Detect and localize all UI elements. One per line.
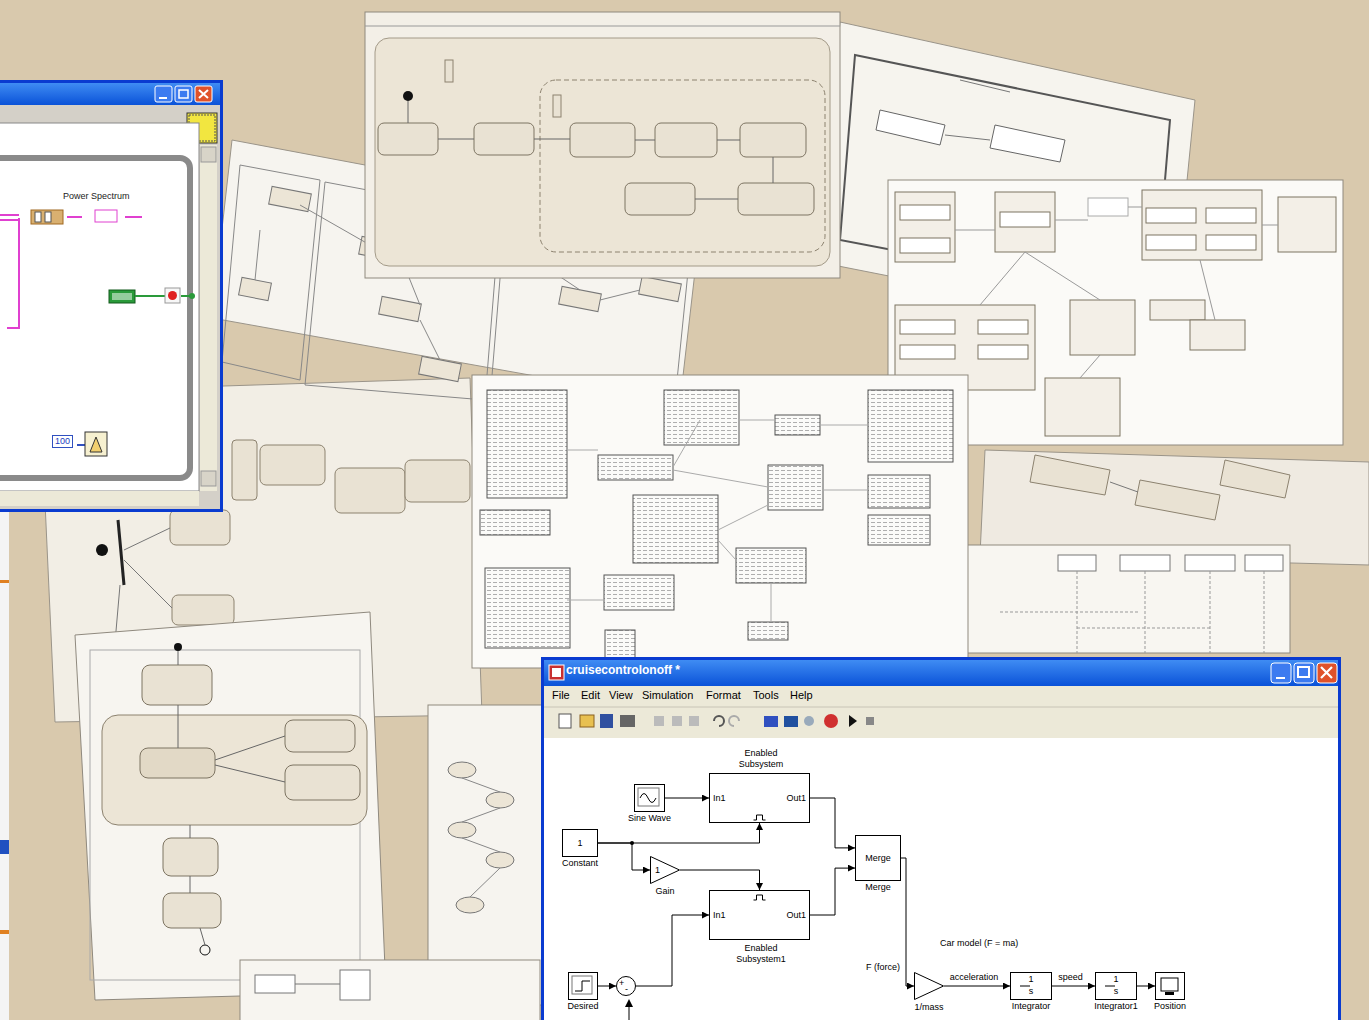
menu-item: Simulation (642, 689, 693, 702)
gain-triangle: 1/mass (914, 972, 944, 1000)
signal-label: speed (1057, 972, 1084, 983)
simulink-block: 1Constant (562, 829, 598, 857)
subsystem-block: Enabled SubsystemIn1Out1 (709, 773, 810, 823)
block-name: Constant (562, 858, 598, 869)
scope-icon (1156, 973, 1184, 999)
block-name: 1/mass (914, 1002, 943, 1013)
integrator-block: 1sIntegrator1 (1095, 972, 1137, 1000)
enable-symbol (754, 895, 766, 900)
signal-line (810, 798, 855, 848)
signal-line (665, 798, 709, 799)
menu-item: View (609, 689, 633, 702)
numerator: 1 (1096, 974, 1136, 985)
labview-window (0, 80, 223, 512)
block-name: Position (1154, 1001, 1186, 1012)
paper-bottom-fragments (240, 705, 548, 1020)
icon-frame (638, 788, 659, 806)
triangle-shape (651, 857, 680, 884)
paper-activity-diagram (75, 612, 386, 1000)
fraction-bar (1096, 973, 1124, 999)
fraction-line (1105, 986, 1115, 987)
block-name: Integrator (1012, 1001, 1051, 1012)
signal-line (598, 986, 616, 987)
circle-shape (617, 977, 636, 996)
signal-name: F (force) (866, 962, 900, 973)
port-label: Out1 (786, 793, 806, 804)
sine-icon (635, 785, 664, 811)
step-icon (569, 973, 597, 999)
port-label: Out1 (786, 910, 806, 921)
block-name: Sine Wave (628, 813, 671, 824)
port-label: In1 (713, 910, 726, 921)
paper-sequence-diagram (965, 545, 1290, 653)
signal-line (1137, 986, 1155, 987)
step-curve (575, 981, 590, 991)
signal-line (901, 858, 914, 986)
signal-line (636, 915, 709, 986)
triangle-outline (650, 856, 680, 884)
simulink-block: Desired (568, 972, 598, 1000)
block-name: Integrator1 (1094, 1001, 1138, 1012)
block-name: Gain (655, 886, 674, 897)
port-label: In1 (713, 793, 726, 804)
paper-list-diagram (472, 375, 968, 668)
gain-triangle: 1Gain (650, 856, 680, 884)
subsystem-name: Enabled Subsystem (726, 748, 796, 770)
enable-symbol (754, 815, 766, 820)
fraction-bar (1011, 973, 1039, 999)
gain-value: 1 (655, 865, 660, 876)
block-value: 1 (563, 838, 597, 849)
simulink-block: Sine Wave (634, 784, 665, 812)
simulink-block: MergeMerge (855, 835, 901, 881)
menu-item: Format (706, 689, 741, 702)
block-name: Merge (865, 882, 891, 893)
denominator: s (1096, 986, 1136, 997)
simulink-chrome-art (544, 660, 1338, 1020)
menu-item: Edit (581, 689, 600, 702)
block-value: Merge (856, 853, 900, 864)
denominator: s (1011, 986, 1051, 997)
fraction-line (1020, 986, 1030, 987)
indicator-label: Power Spectrum (63, 191, 130, 202)
sign-label: + (619, 978, 624, 989)
paper-state-machine (365, 12, 840, 278)
icon-frame (572, 976, 592, 994)
labview-window-buttons (0, 83, 220, 509)
block-name: Desired (567, 1001, 598, 1012)
integrator-block: 1sIntegrator (1010, 972, 1052, 1000)
simulink-window (541, 657, 1341, 1020)
signal-label: acceleration (949, 972, 1000, 983)
scope-base (1165, 992, 1174, 995)
signal-line (598, 823, 760, 843)
menu-item: File (552, 689, 570, 702)
numerator: 1 (1011, 974, 1051, 985)
left-edge-strip (0, 510, 9, 1020)
scope-screen (1161, 978, 1178, 991)
menu-item: Tools (753, 689, 779, 702)
signal-line (944, 986, 1010, 987)
subsystem-block: Enabled Subsystem1In1Out1 (709, 890, 810, 940)
simulink-block: Position (1155, 972, 1185, 1000)
sine-curve (640, 794, 656, 803)
triangle-outline (914, 972, 944, 1000)
signal-line (1052, 986, 1095, 987)
numeric-constant: 100 (52, 435, 73, 448)
triangle-shape (915, 973, 944, 1000)
window-title: cruisecontrolonoff * (566, 663, 680, 677)
subsystem-name: Enabled Subsystem1 (726, 943, 796, 965)
sum-circle: +- (616, 976, 636, 996)
sign-label: - (625, 984, 628, 995)
signal-line (598, 843, 650, 870)
signal-line (680, 870, 760, 890)
menu-item: Help (790, 689, 813, 702)
signal-line (810, 868, 855, 915)
subsystem-annotation: Car model (F = ma) (940, 938, 1018, 949)
